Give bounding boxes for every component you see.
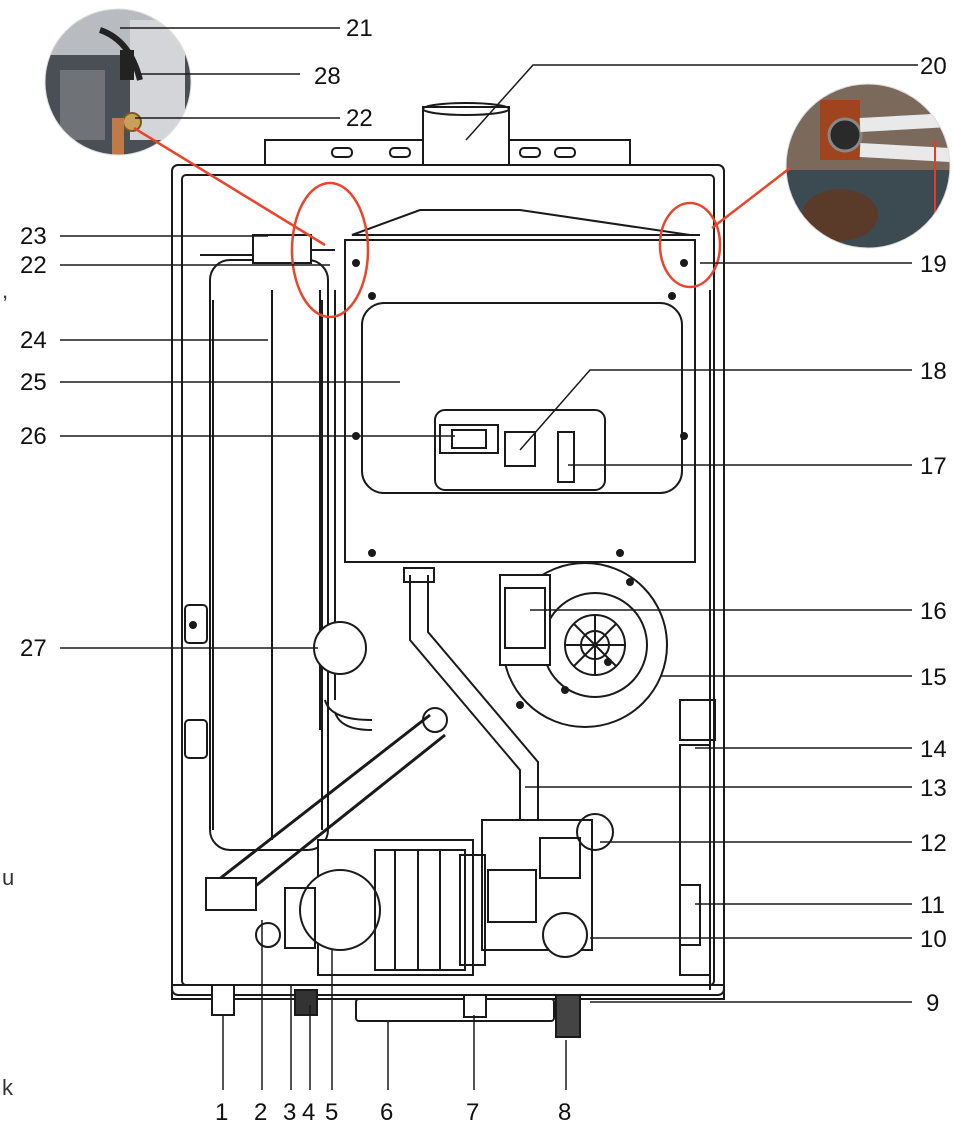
leader-lines bbox=[60, 27, 918, 1090]
callout-27: 27 bbox=[20, 635, 47, 662]
callout-20: 20 bbox=[920, 53, 947, 80]
diverter-pipe bbox=[217, 713, 446, 902]
callout-16: 16 bbox=[920, 598, 947, 625]
callout-22-left: 22 bbox=[20, 252, 47, 279]
edge-fragment-comma: , bbox=[2, 278, 8, 303]
expansion-vessel bbox=[209, 259, 329, 851]
chamber-window bbox=[361, 302, 683, 494]
inset-photo-left bbox=[45, 9, 191, 155]
callout-26: 26 bbox=[20, 423, 47, 450]
inset-frame-right bbox=[785, 83, 951, 249]
callout-6: 6 bbox=[380, 1099, 393, 1126]
highlight-marks bbox=[133, 126, 791, 319]
edge-fragments: , u k bbox=[2, 278, 14, 1100]
callout-19: 19 bbox=[920, 251, 947, 278]
edge-fragment-u: u bbox=[2, 865, 14, 890]
callout-12: 12 bbox=[920, 830, 947, 857]
inset-photo-right bbox=[786, 84, 950, 248]
fixing-screws bbox=[189, 259, 688, 709]
callout-23: 23 bbox=[20, 223, 47, 250]
callout-4: 4 bbox=[302, 1099, 315, 1126]
highlight-ellipse-left bbox=[290, 181, 370, 319]
callout-9: 9 bbox=[926, 990, 939, 1017]
callout-25: 25 bbox=[20, 369, 47, 396]
callout-1: 1 bbox=[215, 1099, 228, 1126]
callout-22-top: 22 bbox=[346, 105, 373, 132]
callout-21: 21 bbox=[346, 15, 373, 42]
callout-10: 10 bbox=[920, 926, 947, 953]
callout-11: 11 bbox=[920, 892, 945, 919]
pcb-connector bbox=[679, 884, 701, 946]
callout-28: 28 bbox=[314, 63, 341, 90]
inset-frame-left bbox=[44, 8, 192, 156]
gas-valve-coil bbox=[542, 912, 588, 958]
pump-head bbox=[299, 869, 381, 951]
flue-outlet bbox=[422, 106, 510, 166]
callout-3: 3 bbox=[283, 1099, 296, 1126]
callout-24: 24 bbox=[20, 327, 47, 354]
highlight-ellipse-right bbox=[658, 201, 722, 289]
callout-5: 5 bbox=[325, 1099, 338, 1126]
callout-13: 13 bbox=[920, 775, 947, 802]
callout-17: 17 bbox=[920, 453, 947, 480]
callout-18: 18 bbox=[920, 358, 947, 385]
callout-7: 7 bbox=[466, 1099, 479, 1126]
callout-2: 2 bbox=[254, 1099, 267, 1126]
fan-motor bbox=[499, 574, 551, 666]
callout-labels: 21 28 22 20 23 22 24 25 26 27 19 18 17 1… bbox=[20, 15, 947, 1126]
callout-8: 8 bbox=[558, 1099, 571, 1126]
flame-sensor bbox=[504, 431, 536, 467]
edge-fragment-k: k bbox=[2, 1075, 14, 1100]
boiler-body bbox=[171, 102, 725, 1022]
bottom-connections bbox=[211, 984, 581, 1038]
callout-14: 14 bbox=[920, 736, 947, 763]
combustion-chamber bbox=[344, 239, 696, 563]
top-bracket bbox=[264, 139, 631, 165]
callout-15: 15 bbox=[920, 664, 947, 691]
gas-inlet-connection bbox=[555, 994, 581, 1038]
air-pressure-socket bbox=[313, 621, 367, 675]
